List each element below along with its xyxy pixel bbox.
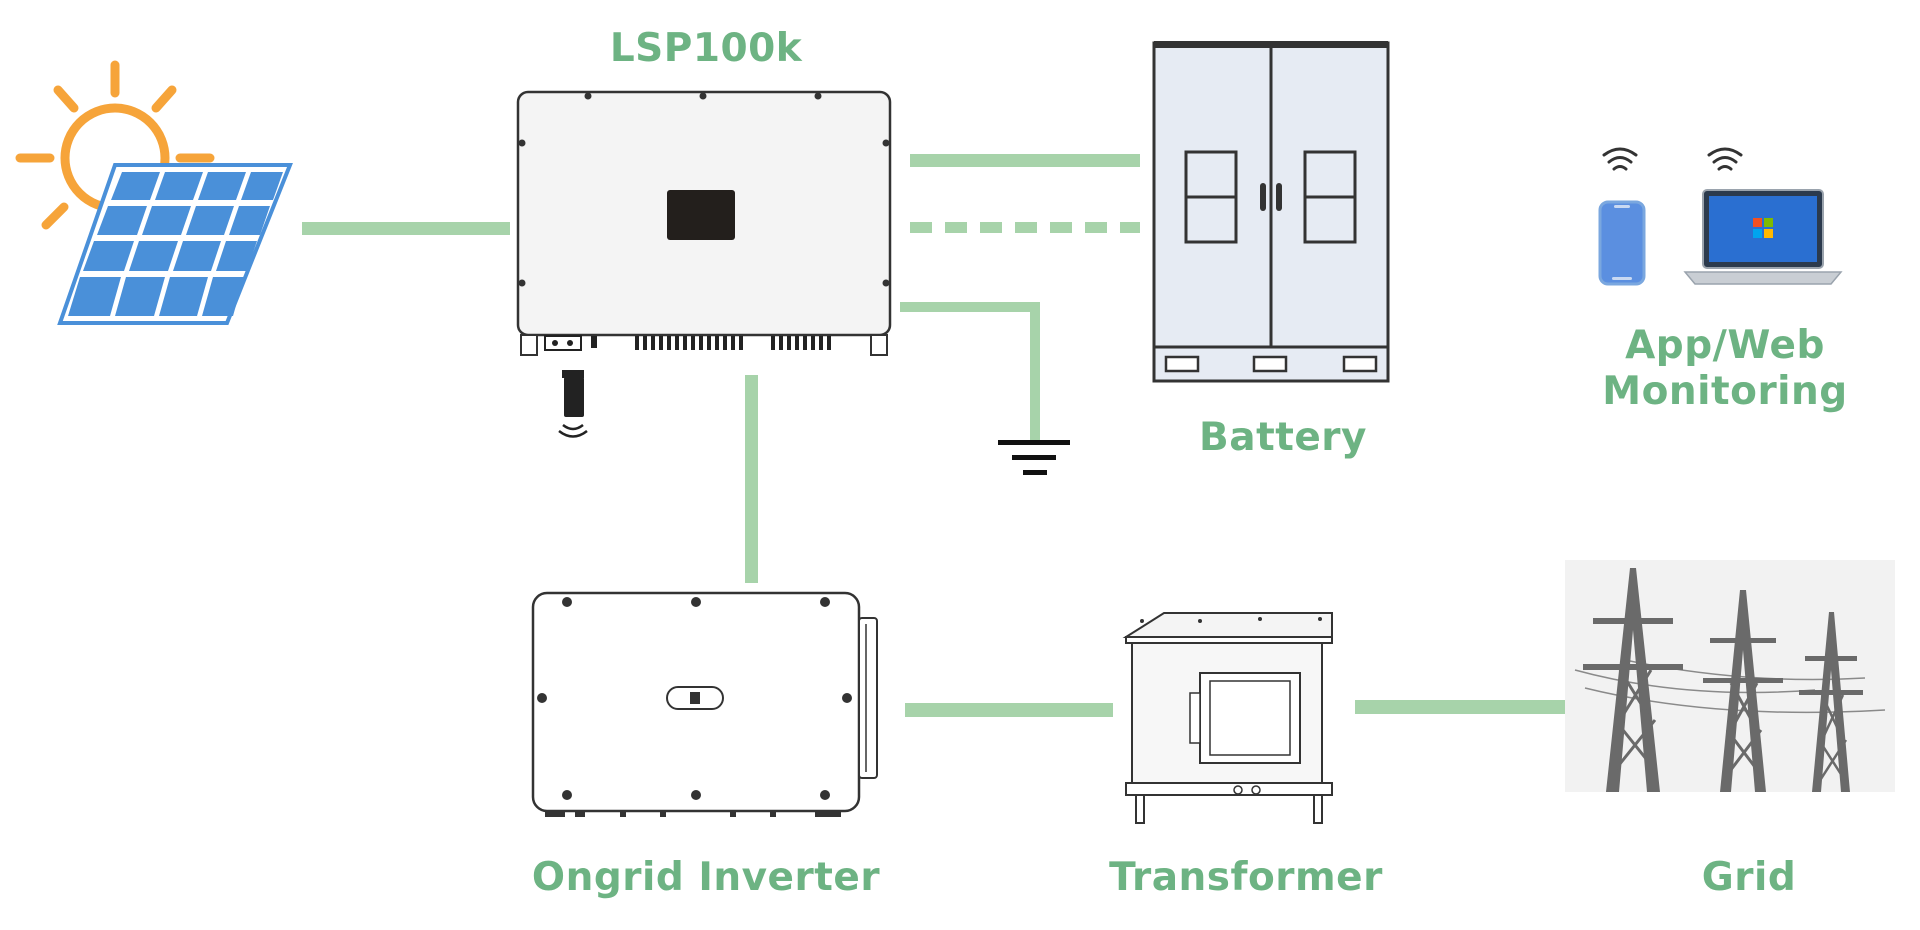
ongrid-to-transformer-wire bbox=[905, 703, 1113, 717]
monitoring-label-line2: Monitoring bbox=[1602, 369, 1848, 415]
wifi-icon bbox=[1707, 147, 1743, 171]
hybrid-inverter-device bbox=[516, 90, 892, 356]
battery-label: Battery bbox=[1199, 415, 1367, 460]
ground-symbol-icon bbox=[998, 440, 1070, 475]
ground-wire-vertical bbox=[1030, 302, 1040, 442]
solar-panel-icon bbox=[57, 163, 293, 325]
laptop-icon bbox=[1683, 189, 1843, 285]
monitoring-label: App/Web Monitoring bbox=[1602, 323, 1847, 415]
grid-label: Grid bbox=[1701, 855, 1797, 900]
display-screen bbox=[667, 190, 735, 240]
inverter-to-battery-wire bbox=[910, 154, 1140, 167]
wifi-dongle-icon bbox=[558, 370, 588, 438]
ongrid-inverter-label: Ongrid Inverter bbox=[531, 855, 881, 900]
hybrid-inverter-label: LSP100k bbox=[609, 26, 803, 71]
monitoring-label-line1: App/Web bbox=[1625, 323, 1825, 368]
inverter-to-ongrid-wire bbox=[745, 375, 758, 583]
ongrid-inverter-device bbox=[531, 591, 878, 817]
transformer-label: Transformer bbox=[1109, 855, 1383, 900]
inverter-to-battery-comm-dashed-wire bbox=[910, 222, 1140, 233]
power-tower-icon bbox=[1565, 560, 1895, 792]
transformer-device bbox=[1122, 612, 1333, 824]
wifi-icon bbox=[1602, 147, 1638, 171]
pv-to-inverter-wire bbox=[302, 222, 510, 235]
battery-cabinet bbox=[1152, 41, 1390, 383]
ground-wire-horizontal bbox=[900, 302, 1040, 312]
phone-icon bbox=[1598, 200, 1646, 286]
transformer-to-grid-wire bbox=[1355, 700, 1565, 714]
